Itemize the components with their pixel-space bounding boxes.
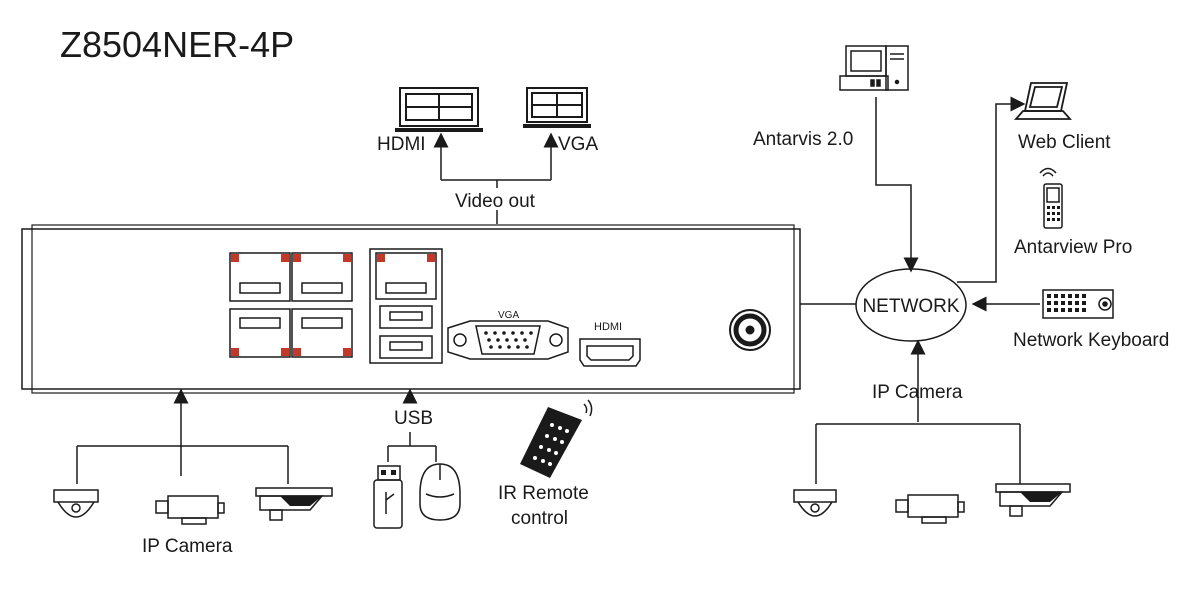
antarvis-network-line [875,97,919,273]
ir-remote-label-line2: control [511,508,568,529]
antarview-pro-label: Antarview Pro [1014,237,1132,258]
antarvis-label: Antarvis 2.0 [753,129,853,150]
power-jack-icon [729,309,771,351]
video-out-lines [433,132,559,224]
usb-label: USB [394,408,433,429]
poe-ports [229,252,353,358]
network-keyboard-icon [1042,289,1114,319]
hdmi-monitor-icon [395,87,483,132]
web-client-label: Web Client [1018,132,1111,153]
bullet-camera-left-shade [280,496,322,506]
panel-hdmi-label: HDMI [594,321,622,333]
video-out-label: Video out [455,191,536,212]
usb-flash-drive-contacts [381,470,396,475]
panel-hdmi-port [579,338,641,367]
vga-monitor-icon [523,87,591,128]
bullet-camera-right-shade [1020,492,1062,502]
network-keyboard-label: Network Keyboard [1013,330,1169,351]
box-camera-left-icon [155,495,225,525]
diagram-title: Z8504NER-4P [60,24,294,65]
lan-usb-stack [369,248,443,364]
box-camera-right-icon [895,494,965,524]
desktop-pc-icon [839,45,909,91]
usb-flash-drive-icon [373,465,403,529]
mobile-phone-icon [1039,167,1063,229]
dome-camera-right-icon [793,489,837,517]
nvr-rear-panel [21,224,801,394]
vga-out-label: VGA [558,134,598,155]
laptop-icon [1014,82,1072,120]
panel-vga-pins [484,331,533,349]
network-keyboard-keys [1047,294,1086,312]
network-label: NETWORK [862,296,959,317]
ipcam-right-bus [815,423,1021,484]
mobile-phone-keys [1047,206,1060,221]
ir-remote-icon [520,399,593,478]
usb-bus [387,432,437,462]
usb-mouse-icon [419,463,461,521]
hdmi-out-label: HDMI [377,134,426,155]
ir-remote-label-line1: IR Remote [498,483,589,504]
ipcam-left-bus [76,445,289,484]
panel-vga-label: VGA [498,310,519,321]
lan-port-leds [377,254,435,262]
panel-vga-port [447,320,569,360]
dome-camera-left-icon [53,489,99,518]
poe-port-leds [231,254,351,356]
network-webclient-line [957,96,1026,283]
ip-camera-left-label: IP Camera [142,536,233,557]
